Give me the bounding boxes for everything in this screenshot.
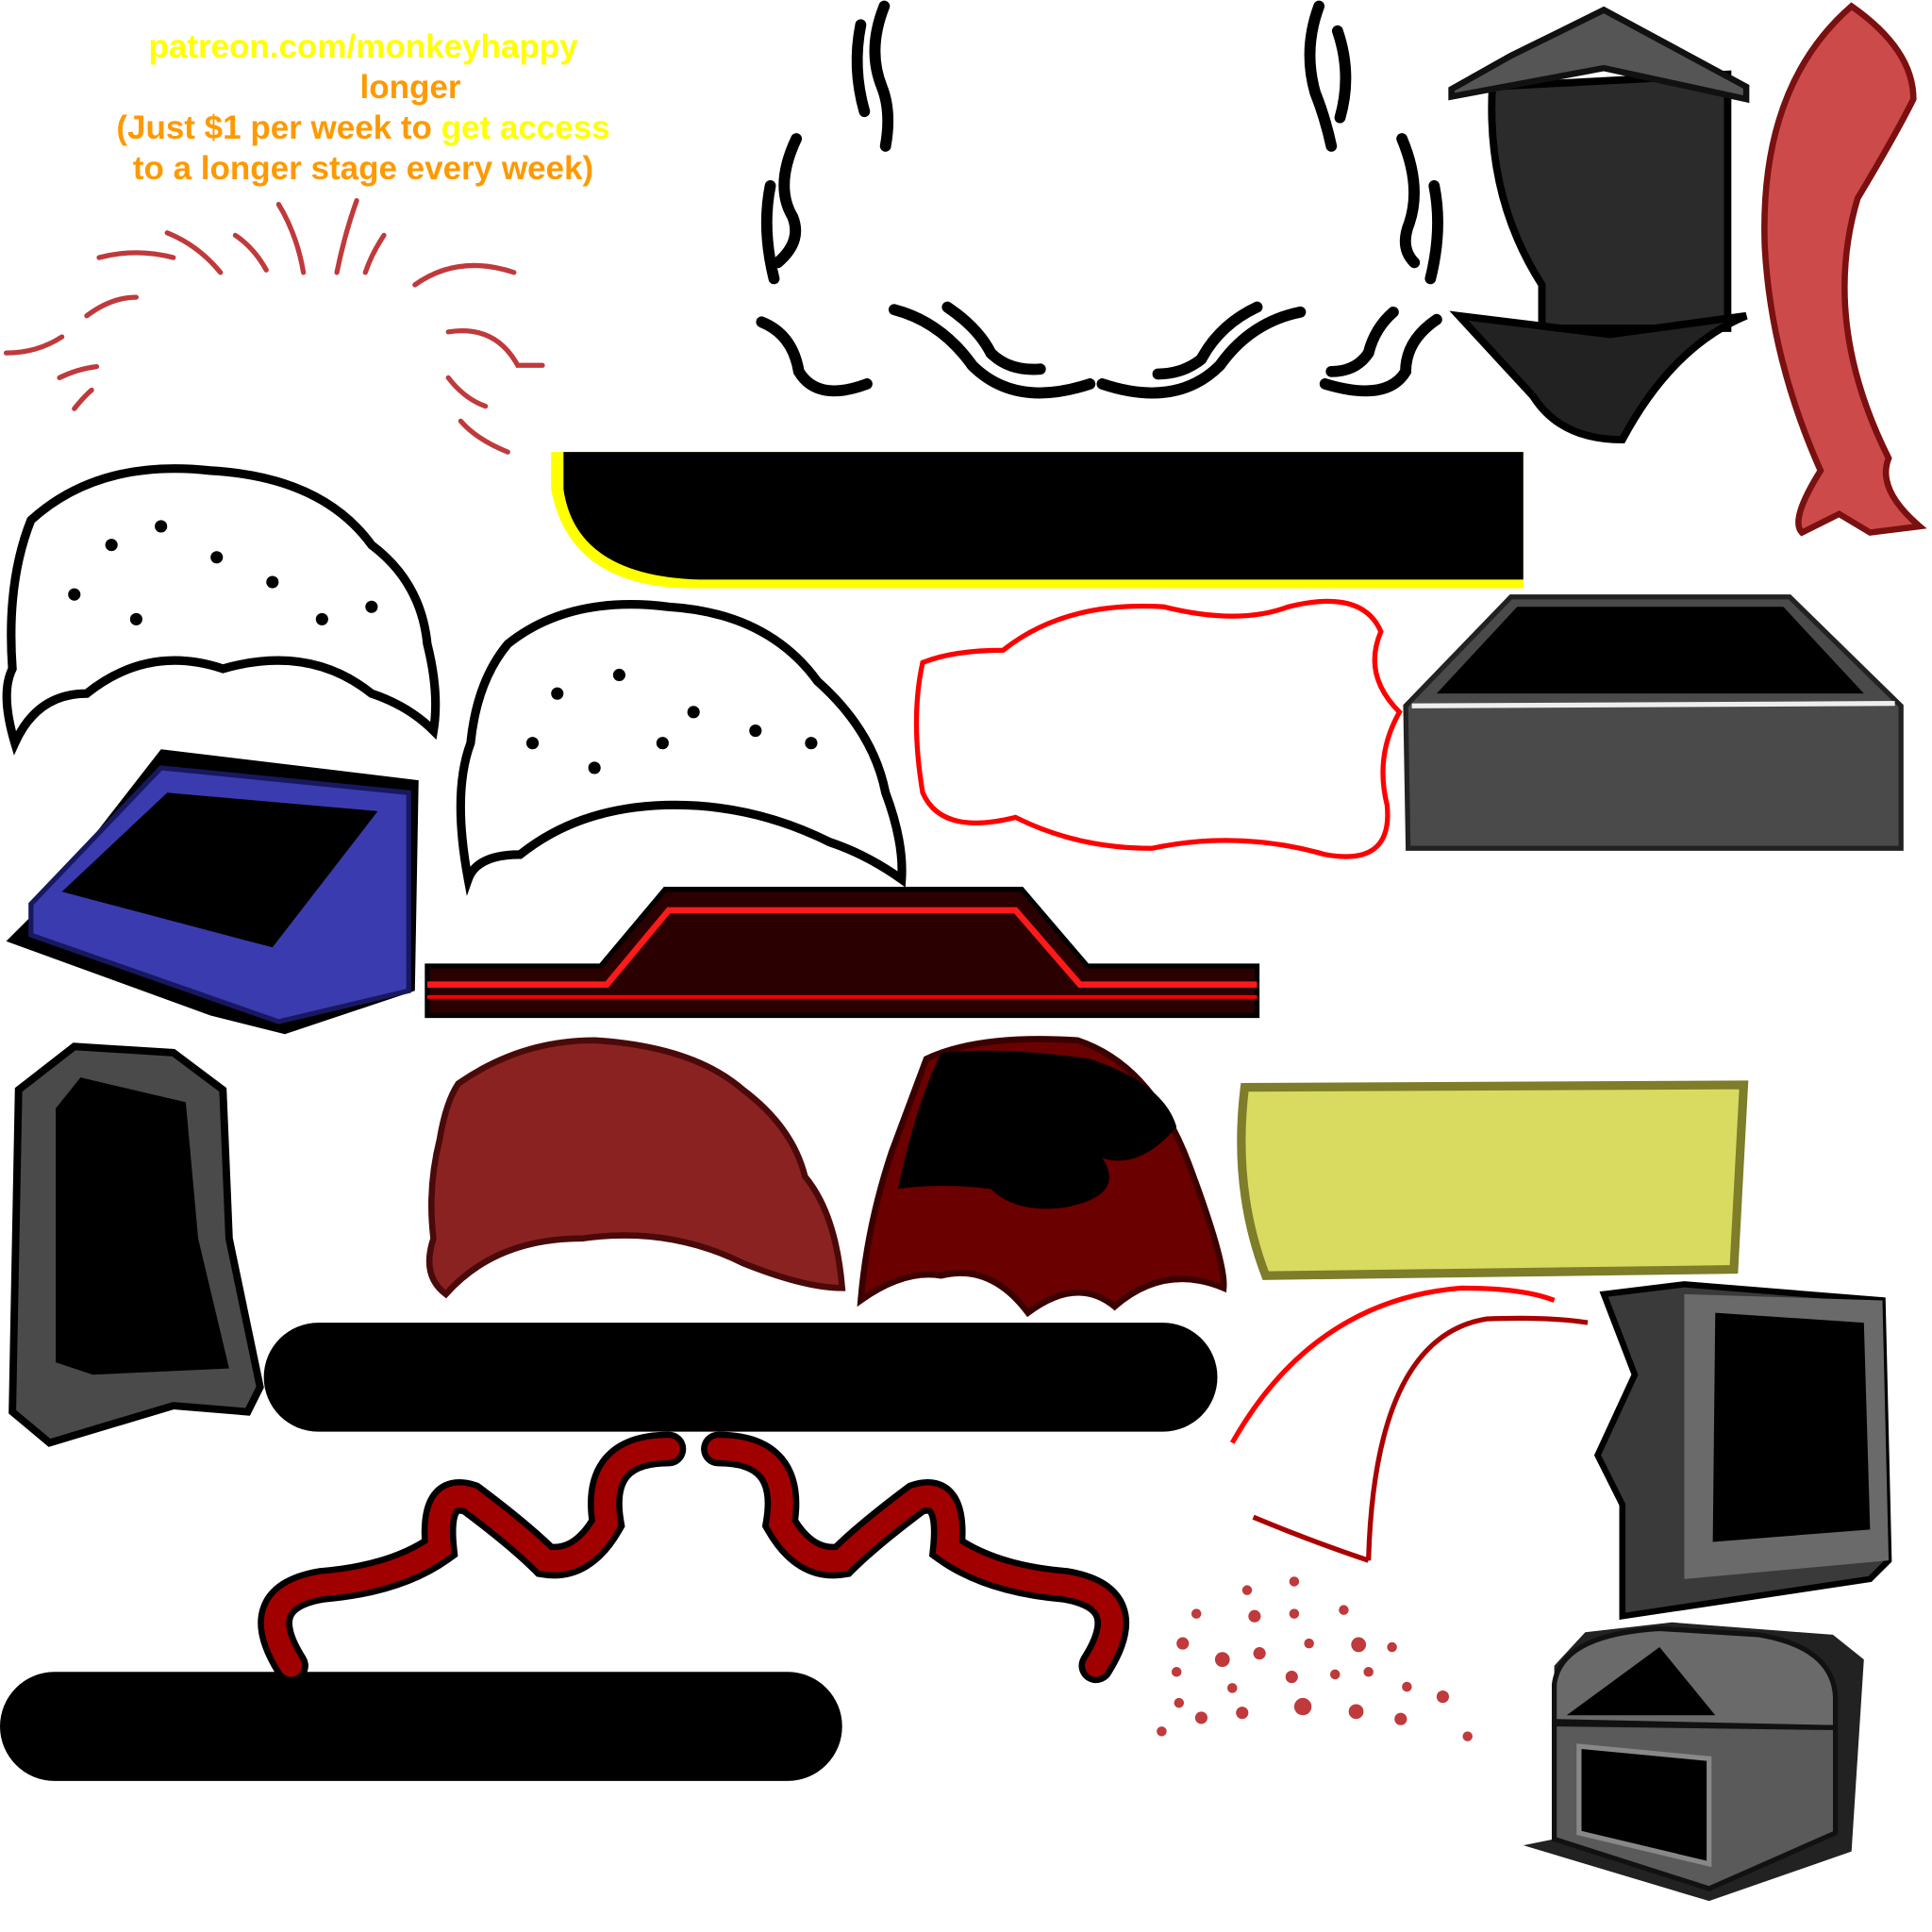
black-pill-bar-sprite-2 [0,1672,842,1781]
white-curly-hair-sprite [2,464,907,896]
promo-line-longer: longer [359,69,461,106]
red-cape-sprite [857,1036,1227,1318]
red-ribbon-sprite [258,1431,1129,1684]
gray-chest-sprite [1523,1622,1864,1902]
promo-price-text: (Just $1 per week to [116,109,441,146]
gray-box-sprite [1403,594,1904,851]
red-swoosh-sprite [1229,1285,1589,1563]
red-arm-sprite [1761,2,1927,537]
patreon-url-link[interactable]: patreon.com/monkeyhappy [148,28,578,65]
red-rays-sprite [3,198,545,455]
promo-get-access-text: get access [441,109,610,146]
red-ornament-bar-sprite [425,886,1260,1019]
patreon-promo-text: patreon.com/monkeyhappy longer (Just $1 … [0,26,726,189]
black-pill-bar-sprite [263,1323,1218,1432]
gray-frame-sprite [8,1042,264,1447]
olive-banner-sprite [1237,1080,1749,1280]
red-splatter-sprite [1157,1576,1473,1741]
gray-monitor-sprite [1593,1281,1892,1621]
smoke-swirls-sprite [756,0,1443,399]
red-speech-cloud-sprite [913,598,1403,859]
dark-hood-sprite [1448,6,1750,443]
promo-line-price: (Just $1 per week to get access [0,108,726,148]
red-curly-hair-sprite [425,1037,846,1299]
hair-dots [68,520,818,774]
blue-stand-sprite [6,749,419,1035]
promo-line-stage: to a longer stage every week) [132,150,594,187]
